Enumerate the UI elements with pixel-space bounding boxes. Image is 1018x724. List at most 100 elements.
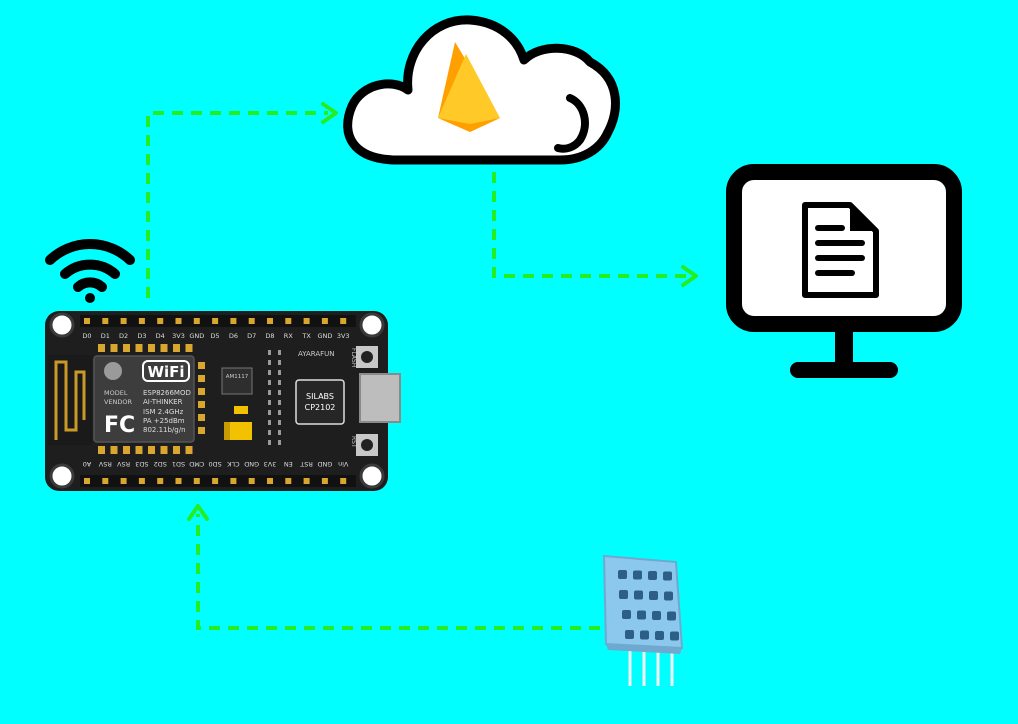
- smd-component: [278, 370, 281, 375]
- grille-hole: [618, 570, 627, 579]
- top-pin-label: 3V3: [172, 332, 185, 340]
- smd-component: [278, 380, 281, 385]
- smd-component: [278, 420, 281, 425]
- micro-usb-port: [359, 373, 401, 423]
- smd-component: [268, 430, 271, 435]
- top-pin-label: RX: [284, 332, 294, 340]
- smd-component: [268, 420, 271, 425]
- grille-hole: [663, 571, 672, 581]
- voltage-regulator: [221, 367, 253, 395]
- module-pad: [123, 344, 130, 352]
- arrow-cloud-to-monitor: [492, 172, 688, 278]
- sensor-grille: [618, 570, 679, 641]
- smd-component: [268, 350, 271, 355]
- top-pin-label: D5: [211, 332, 220, 340]
- header-pin: [303, 478, 310, 484]
- header-pin: [267, 318, 273, 324]
- bottom-pin-label: Vin: [338, 460, 348, 468]
- antenna-trace: [54, 360, 86, 440]
- model-label: MODEL: [104, 389, 128, 397]
- top-pin-label: D6: [229, 332, 238, 340]
- header-pin: [340, 318, 347, 324]
- bottom-pin-label: RST: [300, 460, 313, 468]
- wifi-icon: [45, 239, 135, 303]
- header-pin: [321, 318, 328, 324]
- module-pad: [173, 446, 180, 454]
- header-pin: [248, 318, 255, 324]
- spec-frequency: ISM 2.4GHz: [143, 408, 184, 416]
- header-pin: [175, 478, 182, 484]
- arrow-sensor-to-board: [196, 514, 600, 630]
- header-pin: [303, 318, 310, 324]
- grille-hole: [637, 610, 646, 620]
- module-pad: [110, 344, 118, 352]
- smd-component: [278, 350, 281, 355]
- arrowhead-to-cloud: [321, 102, 338, 124]
- rst-label: RST: [350, 436, 357, 448]
- header-pin: [193, 318, 200, 324]
- mounting-hole: [359, 463, 385, 489]
- grille-hole: [648, 571, 657, 580]
- bottom-pin-label: 3V3: [264, 460, 277, 468]
- fcc-logo: FC: [104, 413, 135, 438]
- grille-hole: [640, 630, 649, 640]
- bottom-header-pins: [84, 478, 347, 484]
- top-pin-label: 3V3: [337, 332, 350, 340]
- module-pad: [198, 362, 205, 369]
- module-pad: [160, 446, 168, 454]
- grille-hole: [652, 611, 661, 620]
- smd-component: [278, 440, 281, 445]
- smd-component: [268, 380, 271, 385]
- top-pin-label: D1: [101, 332, 110, 340]
- smd-component: [278, 400, 281, 405]
- brand-label: AYARAFUN: [298, 350, 335, 358]
- module-pad: [123, 446, 130, 454]
- header-pin: [248, 478, 255, 484]
- dht11-sensor-icon: [602, 554, 684, 686]
- vendor-label: VENDOR: [104, 398, 133, 406]
- header-pin: [120, 478, 127, 484]
- module-pad: [135, 446, 143, 454]
- bottom-pin-label: SD2: [154, 460, 167, 468]
- grille-hole: [634, 590, 643, 600]
- grille-hole: [649, 591, 658, 600]
- bottom-pin-label: CLK: [226, 460, 239, 468]
- header-pin: [285, 318, 292, 324]
- capacitor-tantalum: [224, 422, 252, 440]
- grille-hole: [622, 610, 631, 619]
- header-pin: [84, 478, 90, 484]
- bottom-pin-label: GND: [317, 460, 332, 468]
- firebase-icon: [438, 42, 500, 132]
- mounting-hole: [359, 312, 385, 338]
- module-pad: [98, 446, 105, 454]
- top-pin-label: D4: [156, 332, 165, 340]
- module-pad: [198, 375, 205, 382]
- bottom-pin-label: A0: [83, 460, 92, 468]
- smd-component: [268, 360, 271, 365]
- spec-standard: 802.11b/g/n: [143, 426, 186, 434]
- top-pin-label: D8: [265, 332, 274, 340]
- arrowhead-to-monitor: [681, 265, 698, 287]
- module-pad: [185, 446, 193, 454]
- header-pin: [138, 478, 145, 484]
- module-pad: [185, 344, 193, 352]
- grille-hole: [664, 591, 673, 601]
- header-pin: [285, 478, 292, 484]
- smd-component: [268, 400, 271, 405]
- module-pad: [198, 388, 205, 395]
- header-pin: [157, 318, 164, 324]
- bottom-pin-label: SD1: [172, 460, 185, 468]
- smd-component: [268, 390, 271, 395]
- top-pin-label: TX: [301, 332, 311, 340]
- bottom-pin-label: SD3: [135, 460, 148, 468]
- espressif-logo: [104, 362, 122, 380]
- module-vendor: AI-THINKER: [143, 398, 183, 406]
- top-pin-label: D2: [119, 332, 128, 340]
- header-pin: [267, 478, 273, 484]
- header-pin: [193, 478, 200, 484]
- chip-label-line1: SILABS: [306, 392, 334, 401]
- grille-hole: [619, 590, 628, 599]
